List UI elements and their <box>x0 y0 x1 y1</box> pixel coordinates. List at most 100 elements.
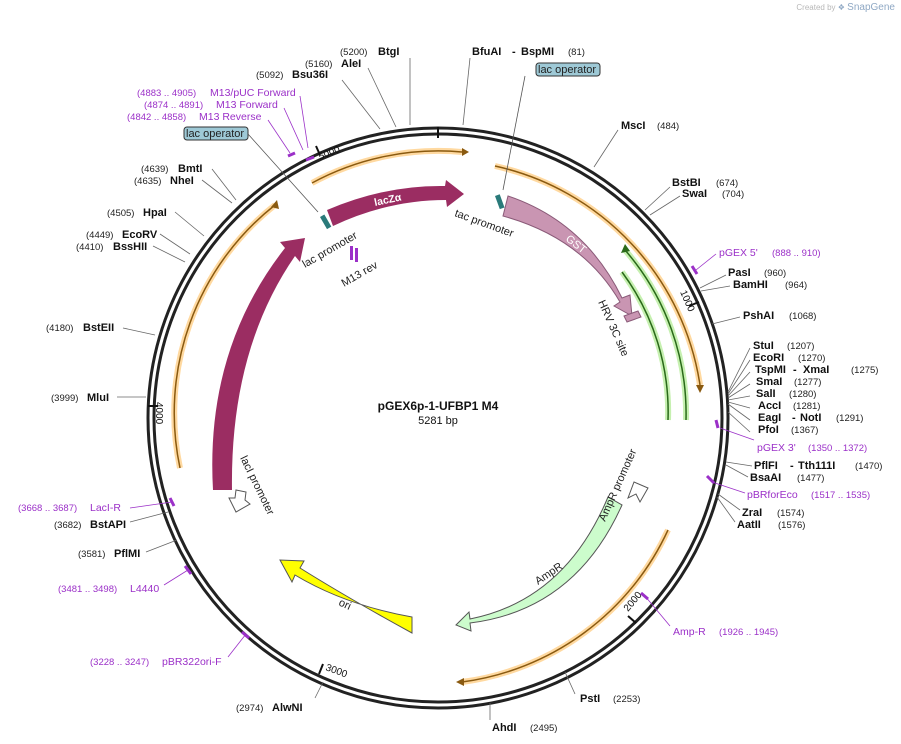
svg-text:EagI: EagI <box>758 412 781 424</box>
svg-text:pGEX 3': pGEX 3' <box>757 442 796 454</box>
site-swai[interactable]: SwaI (704) <box>649 188 744 216</box>
lac-operator-top-label: lac operator <box>538 64 596 76</box>
site-mlui[interactable]: (3999) MluI <box>51 392 146 404</box>
svg-text:PasI: PasI <box>728 267 751 279</box>
site-bsshii[interactable]: (4410) BssHII <box>76 241 186 263</box>
site-eagi-noti[interactable]: EagI - NotI (1291) <box>758 412 863 424</box>
svg-text:(674): (674) <box>716 178 738 189</box>
site-btgi[interactable]: (5200) BtgI <box>340 46 411 125</box>
ori-label: ori <box>337 597 353 613</box>
svg-text:PflMI: PflMI <box>114 548 140 560</box>
feature-laci[interactable]: lacI <box>212 238 305 490</box>
lac-operator-top[interactable]: lac operator <box>535 62 601 77</box>
primer-laci-r[interactable]: (3668 .. 3687) LacI-R <box>18 497 176 514</box>
primer-m13-puc-forward[interactable]: (4883 .. 4905) M13/pUC Forward <box>137 87 315 162</box>
svg-text:BsaAI: BsaAI <box>750 472 781 484</box>
lacza-label: lacZα <box>373 191 403 209</box>
tick-marks <box>148 127 700 675</box>
svg-text:pGEX 5': pGEX 5' <box>719 247 758 259</box>
svg-text:PshAI: PshAI <box>743 310 774 322</box>
svg-text:-: - <box>793 364 797 376</box>
site-nhei[interactable]: (4635) NheI <box>134 175 233 204</box>
svg-text:BspMI: BspMI <box>521 46 554 58</box>
svg-text:HpaI: HpaI <box>143 207 167 219</box>
site-zrai[interactable]: ZraI (1574) <box>717 493 804 519</box>
svg-text:(1926 .. 1945): (1926 .. 1945) <box>719 627 778 638</box>
svg-text:(4639): (4639) <box>141 164 168 175</box>
svg-text:MluI: MluI <box>87 392 109 404</box>
svg-text:(5092): (5092) <box>256 70 283 81</box>
svg-text:(1477): (1477) <box>797 473 824 484</box>
site-acci[interactable]: AccI (1281) <box>758 400 820 412</box>
site-bamhi[interactable]: BamHI (964) <box>700 279 807 292</box>
site-pasi[interactable]: PasI (960) <box>699 267 786 289</box>
site-alei[interactable]: (5160) AleI <box>305 58 397 128</box>
svg-text:MscI: MscI <box>621 120 645 132</box>
snapgene-credit: Created by ❖ SnapGene <box>796 2 895 13</box>
site-hpai[interactable]: (4505) HpaI <box>107 207 205 237</box>
primer-m13-reverse[interactable]: (4842 .. 4858) M13 Reverse <box>127 111 296 158</box>
primer-l4440[interactable]: (3481 .. 3498) L4440 <box>58 565 193 595</box>
site-ahdi[interactable]: AhdI (2495) <box>489 703 557 734</box>
tick-label-5000: 5000 <box>317 144 342 163</box>
site-pflmi[interactable]: (3581) PflMI <box>78 539 178 560</box>
svg-text:Amp-R: Amp-R <box>673 626 706 638</box>
feature-gst[interactable]: GST <box>502 195 633 317</box>
site-bstbi[interactable]: BstBI (674) <box>644 177 738 211</box>
svg-text:M13/pUC Forward: M13/pUC Forward <box>210 87 296 99</box>
site-bstapi[interactable]: (3682) BstAPI <box>54 511 169 531</box>
svg-text:(3668 .. 3687): (3668 .. 3687) <box>18 503 77 514</box>
primer-m13-forward[interactable]: (4874 .. 4891) M13 Forward <box>144 99 304 151</box>
site-ecori[interactable]: EcoRI (1270) <box>753 352 825 364</box>
svg-text:SalI: SalI <box>756 388 776 400</box>
site-pshai[interactable]: PshAI (1068) <box>711 310 816 325</box>
svg-text:AccI: AccI <box>758 400 781 412</box>
feature-ori[interactable]: ori <box>279 559 413 634</box>
site-bmti[interactable]: (4639) BmtI <box>141 163 237 201</box>
primer-pbr322ori-f[interactable]: (3228 .. 3247) pBR322ori-F <box>90 630 250 668</box>
svg-text:(2974): (2974) <box>236 703 263 714</box>
promoter-markers <box>228 194 649 513</box>
svg-text:(2495): (2495) <box>530 723 557 734</box>
svg-text:(1291): (1291) <box>836 413 863 424</box>
lac-operator-left[interactable]: lac operator <box>183 126 249 141</box>
lac-operator-left-label: lac operator <box>186 128 244 140</box>
site-smai[interactable]: SmaI (1277) <box>756 376 821 388</box>
site-bsu36i[interactable]: (5092) Bsu36I <box>256 69 381 130</box>
m13-rev-label: M13 rev <box>340 259 381 290</box>
svg-text:(960): (960) <box>764 268 786 279</box>
svg-text:(3228 .. 3247): (3228 .. 3247) <box>90 657 149 668</box>
svg-text:(1068): (1068) <box>789 311 816 322</box>
svg-text:AatII: AatII <box>737 519 761 531</box>
svg-text:ZraI: ZraI <box>742 507 762 519</box>
site-bsteii[interactable]: (4180) BstEII <box>46 322 156 336</box>
site-stui[interactable]: StuI (1207) <box>753 340 814 352</box>
site-pfoi[interactable]: PfoI (1367) <box>758 424 818 436</box>
site-pflfi-tth111i[interactable]: PflFI - Tth111I (1470) <box>725 460 882 472</box>
svg-text:(888 .. 910): (888 .. 910) <box>772 248 821 259</box>
site-msci[interactable]: MscI (484) <box>593 120 679 168</box>
primer-pgex5[interactable]: pGEX 5' (888 .. 910) <box>690 247 821 275</box>
primer-pgex3[interactable]: pGEX 3' (1350 .. 1372) <box>714 419 867 454</box>
credit-brand: SnapGene <box>847 2 895 13</box>
svg-text:NheI: NheI <box>170 175 194 187</box>
site-ecorv[interactable]: (4449) EcoRV <box>86 229 191 255</box>
svg-text:pBR322ori-F: pBR322ori-F <box>162 656 222 668</box>
svg-text:StuI: StuI <box>753 340 774 352</box>
svg-text:(5160): (5160) <box>305 59 332 70</box>
plasmid-length: 5281 bp <box>418 415 458 427</box>
primer-amp-r[interactable]: Amp-R (1926 .. 1945) <box>640 591 778 638</box>
site-sali[interactable]: SalI (1280) <box>756 388 816 400</box>
svg-text:(1280): (1280) <box>789 389 816 400</box>
site-bsaai[interactable]: BsaAI (1477) <box>725 464 824 484</box>
site-aatii[interactable]: AatII (1576) <box>716 496 805 531</box>
feature-lacza[interactable]: lacZα <box>327 180 464 226</box>
site-tspmi-xmai[interactable]: TspMI - XmaI (1275) <box>755 364 878 376</box>
site-psti[interactable]: PstI (2253) <box>564 671 640 705</box>
site-bfuai-bspmi[interactable]: BfuAI - BspMI (81) <box>462 46 585 126</box>
svg-text:(1517 .. 1535): (1517 .. 1535) <box>811 490 870 501</box>
primer-pbrforeco[interactable]: pBRforEco (1517 .. 1535) <box>705 474 870 501</box>
site-alwni[interactable]: (2974) AlwNI <box>236 681 324 714</box>
svg-text:(4842 .. 4858): (4842 .. 4858) <box>127 112 186 123</box>
